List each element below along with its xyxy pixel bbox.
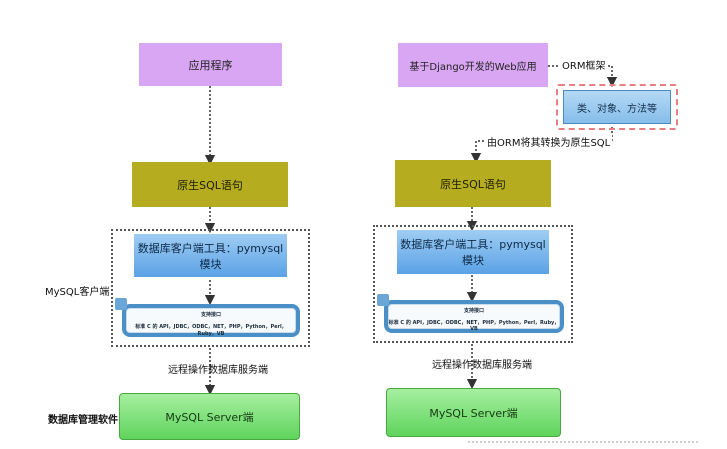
- orm-highlight-frame: [556, 84, 678, 130]
- right-remote-label: 远程操作数据库服务端: [432, 360, 532, 371]
- interface-title: 支持接口: [200, 312, 221, 318]
- right-interface-bar: 支持接口 标准 C 的 API，JDBC，ODBC，NET，PHP，Python…: [384, 300, 564, 333]
- interface-corner-icon: [115, 298, 127, 310]
- right-interface-list: 标准 C 的 API，JDBC，ODBC，NET，PHP，Python，Perl…: [388, 320, 560, 332]
- right-client-frame: [373, 225, 573, 343]
- right-server-box: MySQL Server端: [386, 388, 561, 437]
- right-server-label: MySQL Server端: [429, 406, 518, 420]
- faint-caption: [468, 436, 698, 446]
- app-box: 应用程序: [139, 43, 282, 86]
- interface-list: 标准 C 的 API，JDBC，ODBC，NET，PHP，Python，Perl…: [135, 324, 287, 337]
- client-tool-label: 数据库客户端工具：pymysql模块: [137, 241, 284, 271]
- side-server-label: 数据库管理软件: [48, 415, 118, 426]
- orm-frame-label: ORM框架: [560, 57, 608, 72]
- right-interface-corner-icon: [377, 294, 389, 306]
- sql-box: 原生SQL语句: [132, 162, 288, 207]
- sql-label: 原生SQL语句: [177, 178, 243, 192]
- right-interface-title: 支持接口: [463, 308, 484, 314]
- orm-convert-label: 由ORM将其转换为原生SQL: [485, 134, 613, 149]
- side-client-label: MySQL客户端: [45, 287, 110, 298]
- right-sql-label: 原生SQL语句: [440, 177, 506, 191]
- orm-box: 类、对象、方法等: [563, 90, 671, 124]
- right-app-label: 基于Django开发的Web应用: [409, 61, 537, 73]
- remote-label: 远程操作数据库服务端: [168, 365, 268, 376]
- right-client-tool-box: 数据库客户端工具：pymysql模块: [397, 230, 549, 274]
- orm-box-label: 类、对象、方法等: [577, 103, 657, 115]
- server-box: MySQL Server端: [119, 393, 300, 440]
- client-tool-box: 数据库客户端工具：pymysql模块: [134, 234, 287, 277]
- right-client-tool-label: 数据库客户端工具：pymysql模块: [400, 238, 546, 267]
- client-frame: [111, 229, 310, 347]
- app-label: 应用程序: [188, 58, 233, 72]
- server-label: MySQL Server端: [165, 410, 254, 424]
- right-app-box: 基于Django开发的Web应用: [398, 43, 548, 87]
- right-sql-box: 原生SQL语句: [395, 160, 551, 207]
- interface-bar: 支持接口 标准 C 的 API，JDBC，ODBC，NET，PHP，Python…: [122, 304, 300, 337]
